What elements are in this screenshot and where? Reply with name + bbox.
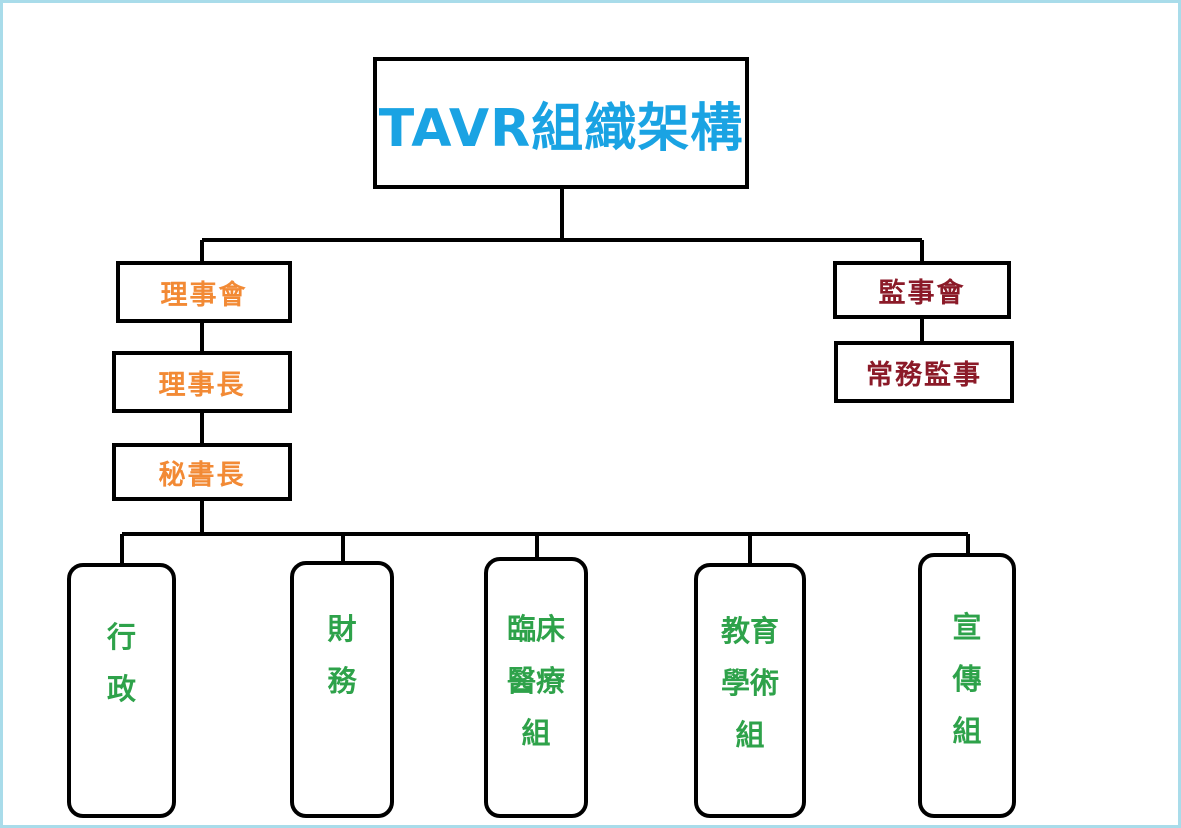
chairman-box: 理事長 (112, 351, 292, 413)
group-label-admin: 行 政 (106, 620, 136, 706)
group-label-promotion: 宣 傳 組 (952, 610, 982, 748)
title-box: TAVR組織架構 (373, 57, 749, 189)
secretary-general-box: 秘書長 (112, 443, 292, 501)
group-box-promotion: 宣 傳 組 (918, 553, 1016, 818)
supervisors-label: 監事會 (878, 277, 966, 309)
group-box-finance: 財 務 (290, 561, 394, 818)
standing-supervisor-label: 常務監事 (866, 359, 982, 391)
group-label-clinical: 臨床 醫療 組 (506, 612, 565, 750)
secretary-general-label: 秘書長 (158, 459, 246, 491)
group-box-clinical: 臨床 醫療 組 (484, 557, 588, 818)
group-box-education: 教育 學術 組 (694, 563, 806, 818)
supervisors-box: 監事會 (833, 261, 1011, 319)
chairman-label: 理事長 (158, 369, 246, 401)
group-box-admin: 行 政 (67, 563, 176, 818)
standing-supervisor-box: 常務監事 (834, 341, 1014, 403)
diagram-title: TAVR組織架構 (378, 98, 744, 159)
group-label-education: 教育 學術 組 (720, 614, 779, 752)
group-label-finance: 財 務 (327, 612, 357, 698)
board-label: 理事會 (160, 279, 248, 311)
board-box: 理事會 (116, 261, 292, 323)
